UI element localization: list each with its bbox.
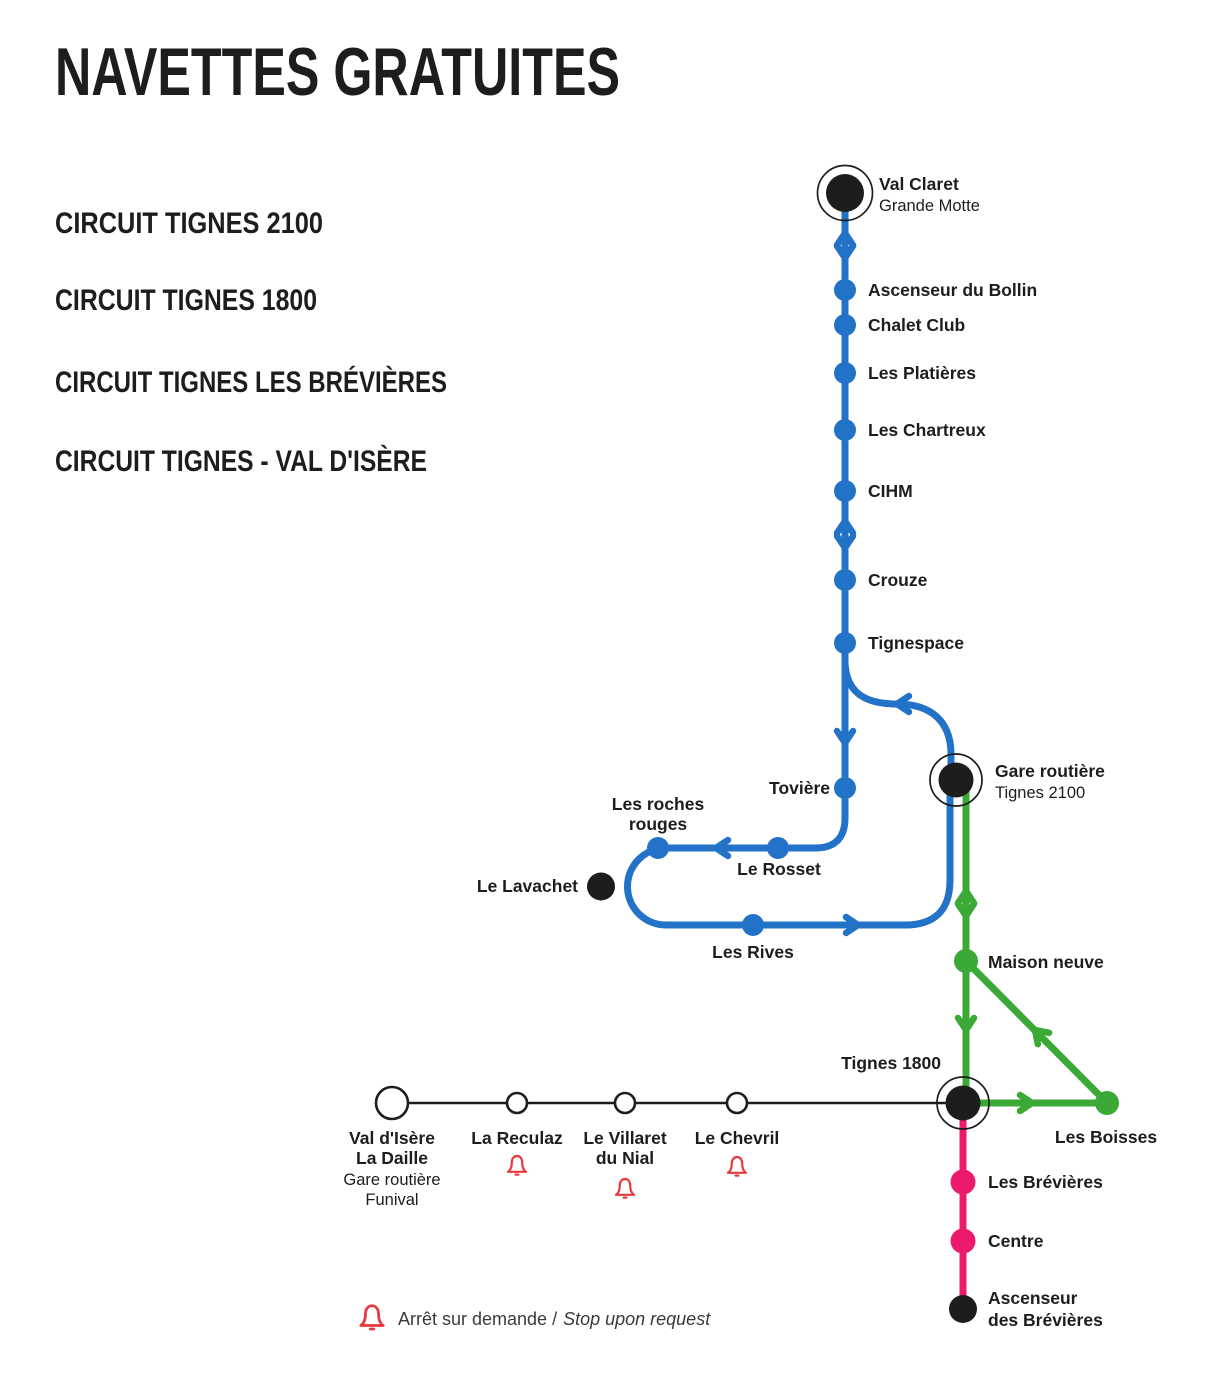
request-stop-legend-en: Stop upon request [563,1309,711,1329]
station-dot-les-brevieres [950,1169,976,1195]
station-label-cihm: CIHM [868,481,913,501]
station-dot-maison-neuve [954,949,978,973]
terminal-ring [936,1076,990,1130]
station-dot-cihm [834,480,856,502]
station-dot-gare-routiere [938,762,974,798]
station-label-ascenseur-des-brevieres-line2: des Brévières [988,1310,1103,1330]
terminal-ring [929,753,983,807]
station-label-le-chevril: Le Chevril [695,1128,780,1148]
station-label-le-lavachet: Le Lavachet [477,876,578,896]
station-dot-tignes-1800 [945,1085,981,1121]
station-dot-val-claret [826,174,864,212]
station-label-val-claret: Val Claret [879,174,959,194]
station-dot-centre [950,1228,976,1254]
station-label-toviere: Tovière [769,778,830,798]
request-stop-legend-fr: Arrêt sur demande / [398,1309,557,1329]
station-label-le-villaret-line1: Le Villaret [583,1128,667,1148]
station-dot-ascenseur-des-brevieres [949,1295,977,1323]
station-dot-val-disere-la-daille [374,1085,410,1121]
station-label-val-disere-line2: La Daille [356,1148,428,1168]
page-title: NAVETTES GRATUITES [55,34,620,110]
station-sublabel-gare-routiere: Tignes 2100 [995,784,1085,802]
station-dot-chalet-club [834,314,856,336]
station-label-les-rives: Les Rives [712,942,794,962]
legend-item-val-disere: CIRCUIT TIGNES - VAL D'ISÈRE [55,444,427,478]
station-label-centre: Centre [988,1231,1044,1251]
station-label-chalet-club: Chalet Club [868,315,965,335]
station-sublabel-val-disere-line4: Funival [365,1191,418,1209]
station-dot-le-rosset [767,837,789,859]
station-sublabel-val-disere-line3: Gare routière [343,1171,440,1189]
station-dot-crouze [834,569,856,591]
station-sublabel-val-claret: Grande Motte [879,197,980,215]
station-dot-les-rives [742,914,764,936]
station-dot-le-chevril [725,1091,749,1115]
station-label-val-disere-line1: Val d'Isère [349,1128,435,1148]
station-dot-les-roches-rouges [647,837,669,859]
station-dot-le-villaret-du-nial [613,1091,637,1115]
station-label-les-brevieres: Les Brévières [988,1172,1103,1192]
station-label-les-chartreux: Les Chartreux [868,420,986,440]
station-label-tignespace: Tignespace [868,633,964,653]
station-label-gare-routiere: Gare routière [995,761,1105,781]
station-dot-les-platieres [834,362,856,384]
station-dot-la-reculaz [505,1091,529,1115]
terminal-ring [816,164,874,222]
station-label-la-reculaz: La Reculaz [471,1128,563,1148]
station-label-crouze: Crouze [868,570,928,590]
station-dot-toviere [834,777,856,799]
station-dot-tignespace [834,632,856,654]
station-label-tignes-1800: Tignes 1800 [841,1053,941,1073]
request-stop-legend: Arrêt sur demande / Stop upon request [398,1309,711,1329]
legend-item-tignes-2100: CIRCUIT TIGNES 2100 [55,207,323,240]
legend-item-tignes-1800: CIRCUIT TIGNES 1800 [55,284,317,317]
station-label-les-roches-rouges-line2: rouges [629,814,688,834]
station-label-ascenseur-des-brevieres-line1: Ascenseur [988,1288,1078,1308]
station-label-maison-neuve: Maison neuve [988,952,1104,972]
station-dot-ascenseur-du-bollin [834,279,856,301]
station-dot-le-lavachet [587,872,615,901]
station-label-ascenseur-du-bollin: Ascenseur du Bollin [868,280,1037,300]
station-label-les-boisses: Les Boisses [1055,1127,1157,1147]
station-dot-les-chartreux [834,419,856,441]
station-label-les-platieres: Les Platières [868,363,976,383]
station-label-le-rosset: Le Rosset [737,859,821,879]
station-label-les-roches-rouges-line1: Les roches [612,794,705,814]
station-label-le-villaret-line2: du Nial [596,1148,654,1168]
station-dot-les-boisses [1095,1091,1119,1115]
blue-route-path [624,192,954,929]
legend-item-les-brevieres: CIRCUIT TIGNES LES BRÉVIÈRES [55,365,447,399]
